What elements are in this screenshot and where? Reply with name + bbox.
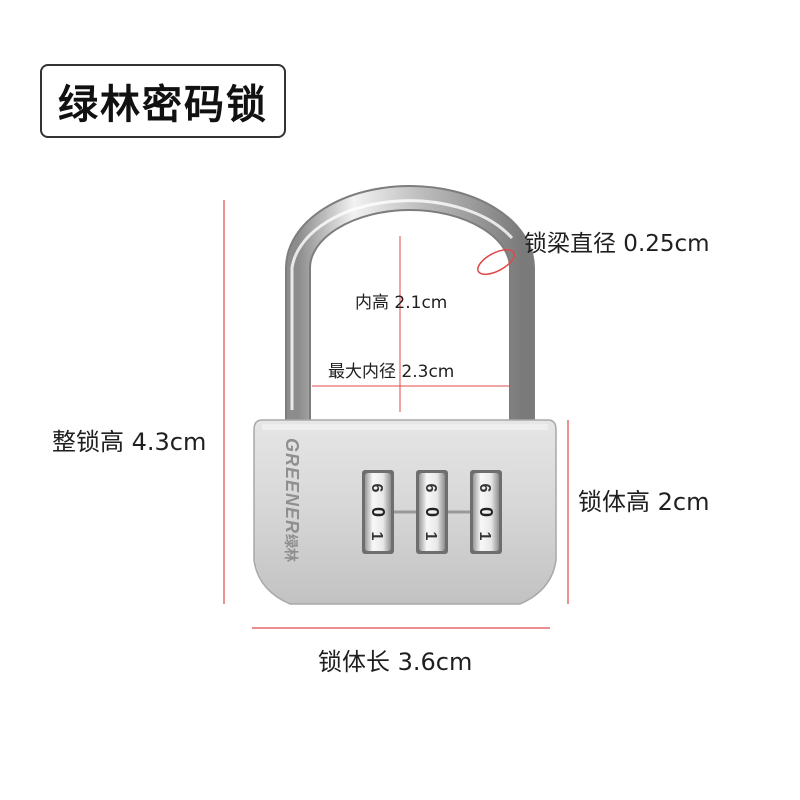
inner-height-label: 内高 2.1cm (355, 293, 448, 313)
dial-1-top-digit: 6 (368, 484, 385, 493)
dial-3-top-digit: 6 (476, 484, 493, 493)
dial-3-bottom-digit: 1 (476, 532, 493, 541)
dial-2-middle-digit: 0 (422, 507, 442, 517)
shackle-diameter-label: 锁梁直径 0.25cm (524, 231, 710, 257)
dial-1[interactable]: 6 0 1 (362, 470, 394, 554)
dial-2-top-digit: 6 (422, 484, 439, 493)
brand-name-en: GREENER (282, 438, 302, 534)
total-height-label: 整锁高 4.3cm (52, 428, 207, 456)
dial-2[interactable]: 6 0 1 (416, 470, 448, 554)
body-height-label: 锁体高 2cm (578, 488, 710, 516)
dial-3[interactable]: 6 0 1 (470, 470, 502, 554)
product-title: 绿林密码锁 (58, 82, 268, 128)
shackle-diameter-marker (477, 248, 515, 276)
brand-name-cn: 绿林 (282, 534, 299, 562)
dial-2-bottom-digit: 1 (422, 532, 439, 541)
shackle (285, 185, 535, 420)
dial-1-middle-digit: 0 (368, 507, 388, 517)
brand-logo: GREENER 绿林 (282, 438, 302, 562)
title-box: 绿林密码锁 (40, 64, 286, 138)
body-length-label: 锁体长 3.6cm (318, 648, 473, 676)
dial-3-middle-digit: 0 (476, 507, 496, 517)
dial-1-bottom-digit: 1 (368, 532, 385, 541)
max-inner-width-label: 最大内径 2.3cm (328, 362, 455, 382)
